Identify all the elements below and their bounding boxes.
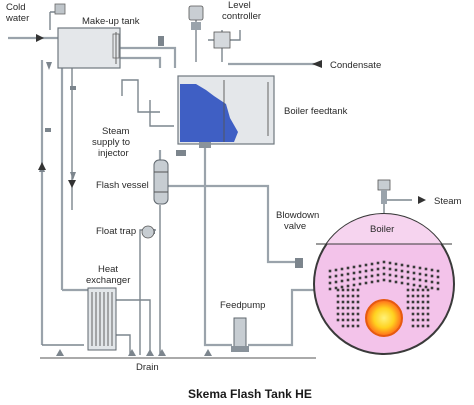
flash-vessel-label: Flash vessel: [96, 180, 149, 191]
boiler-feedtank-label: Boiler feedtank: [284, 106, 348, 117]
makeup-tank: [54, 3, 121, 69]
boiler-tubes: [328, 260, 440, 328]
heat-exchanger-label: Heat exchanger: [86, 264, 130, 286]
flash-vessel: [153, 159, 169, 205]
condensate-label: Condensate: [330, 60, 381, 71]
diagram-caption: Skema Flash Tank HE: [188, 387, 312, 401]
blowdown-valve-label: Blowdown valve: [276, 210, 322, 232]
float-trap-label: Float trap: [96, 226, 136, 237]
return-arrow-icon: [38, 162, 46, 170]
level-controller-label: Level controller: [222, 0, 261, 22]
cold-water-label: Cold water: [5, 2, 29, 24]
condensate-arrow-icon: [312, 60, 322, 68]
steam-label: Steam: [434, 196, 462, 207]
boiler-label: Boiler: [370, 224, 394, 235]
level-controller: [188, 5, 231, 49]
burner: [365, 299, 403, 337]
steam-arrow-icon: [418, 196, 426, 204]
heat-exchanger: [87, 287, 117, 351]
steam-supply-label: Steam supply to injector: [92, 126, 133, 159]
boiler-feedtank: [177, 75, 275, 148]
float-trap: [141, 225, 155, 239]
feedpump: [231, 317, 249, 352]
cold-water-arrow-icon: [36, 34, 44, 42]
flow-arrows: [36, 34, 426, 204]
down-arrow-icon: [68, 180, 76, 188]
feedpump-label: Feedpump: [220, 300, 265, 311]
makeup-tank-label: Make-up tank: [82, 16, 140, 27]
drain-label: Drain: [136, 362, 159, 373]
steam-valve: [377, 179, 391, 204]
feedtank-water: [180, 84, 238, 142]
